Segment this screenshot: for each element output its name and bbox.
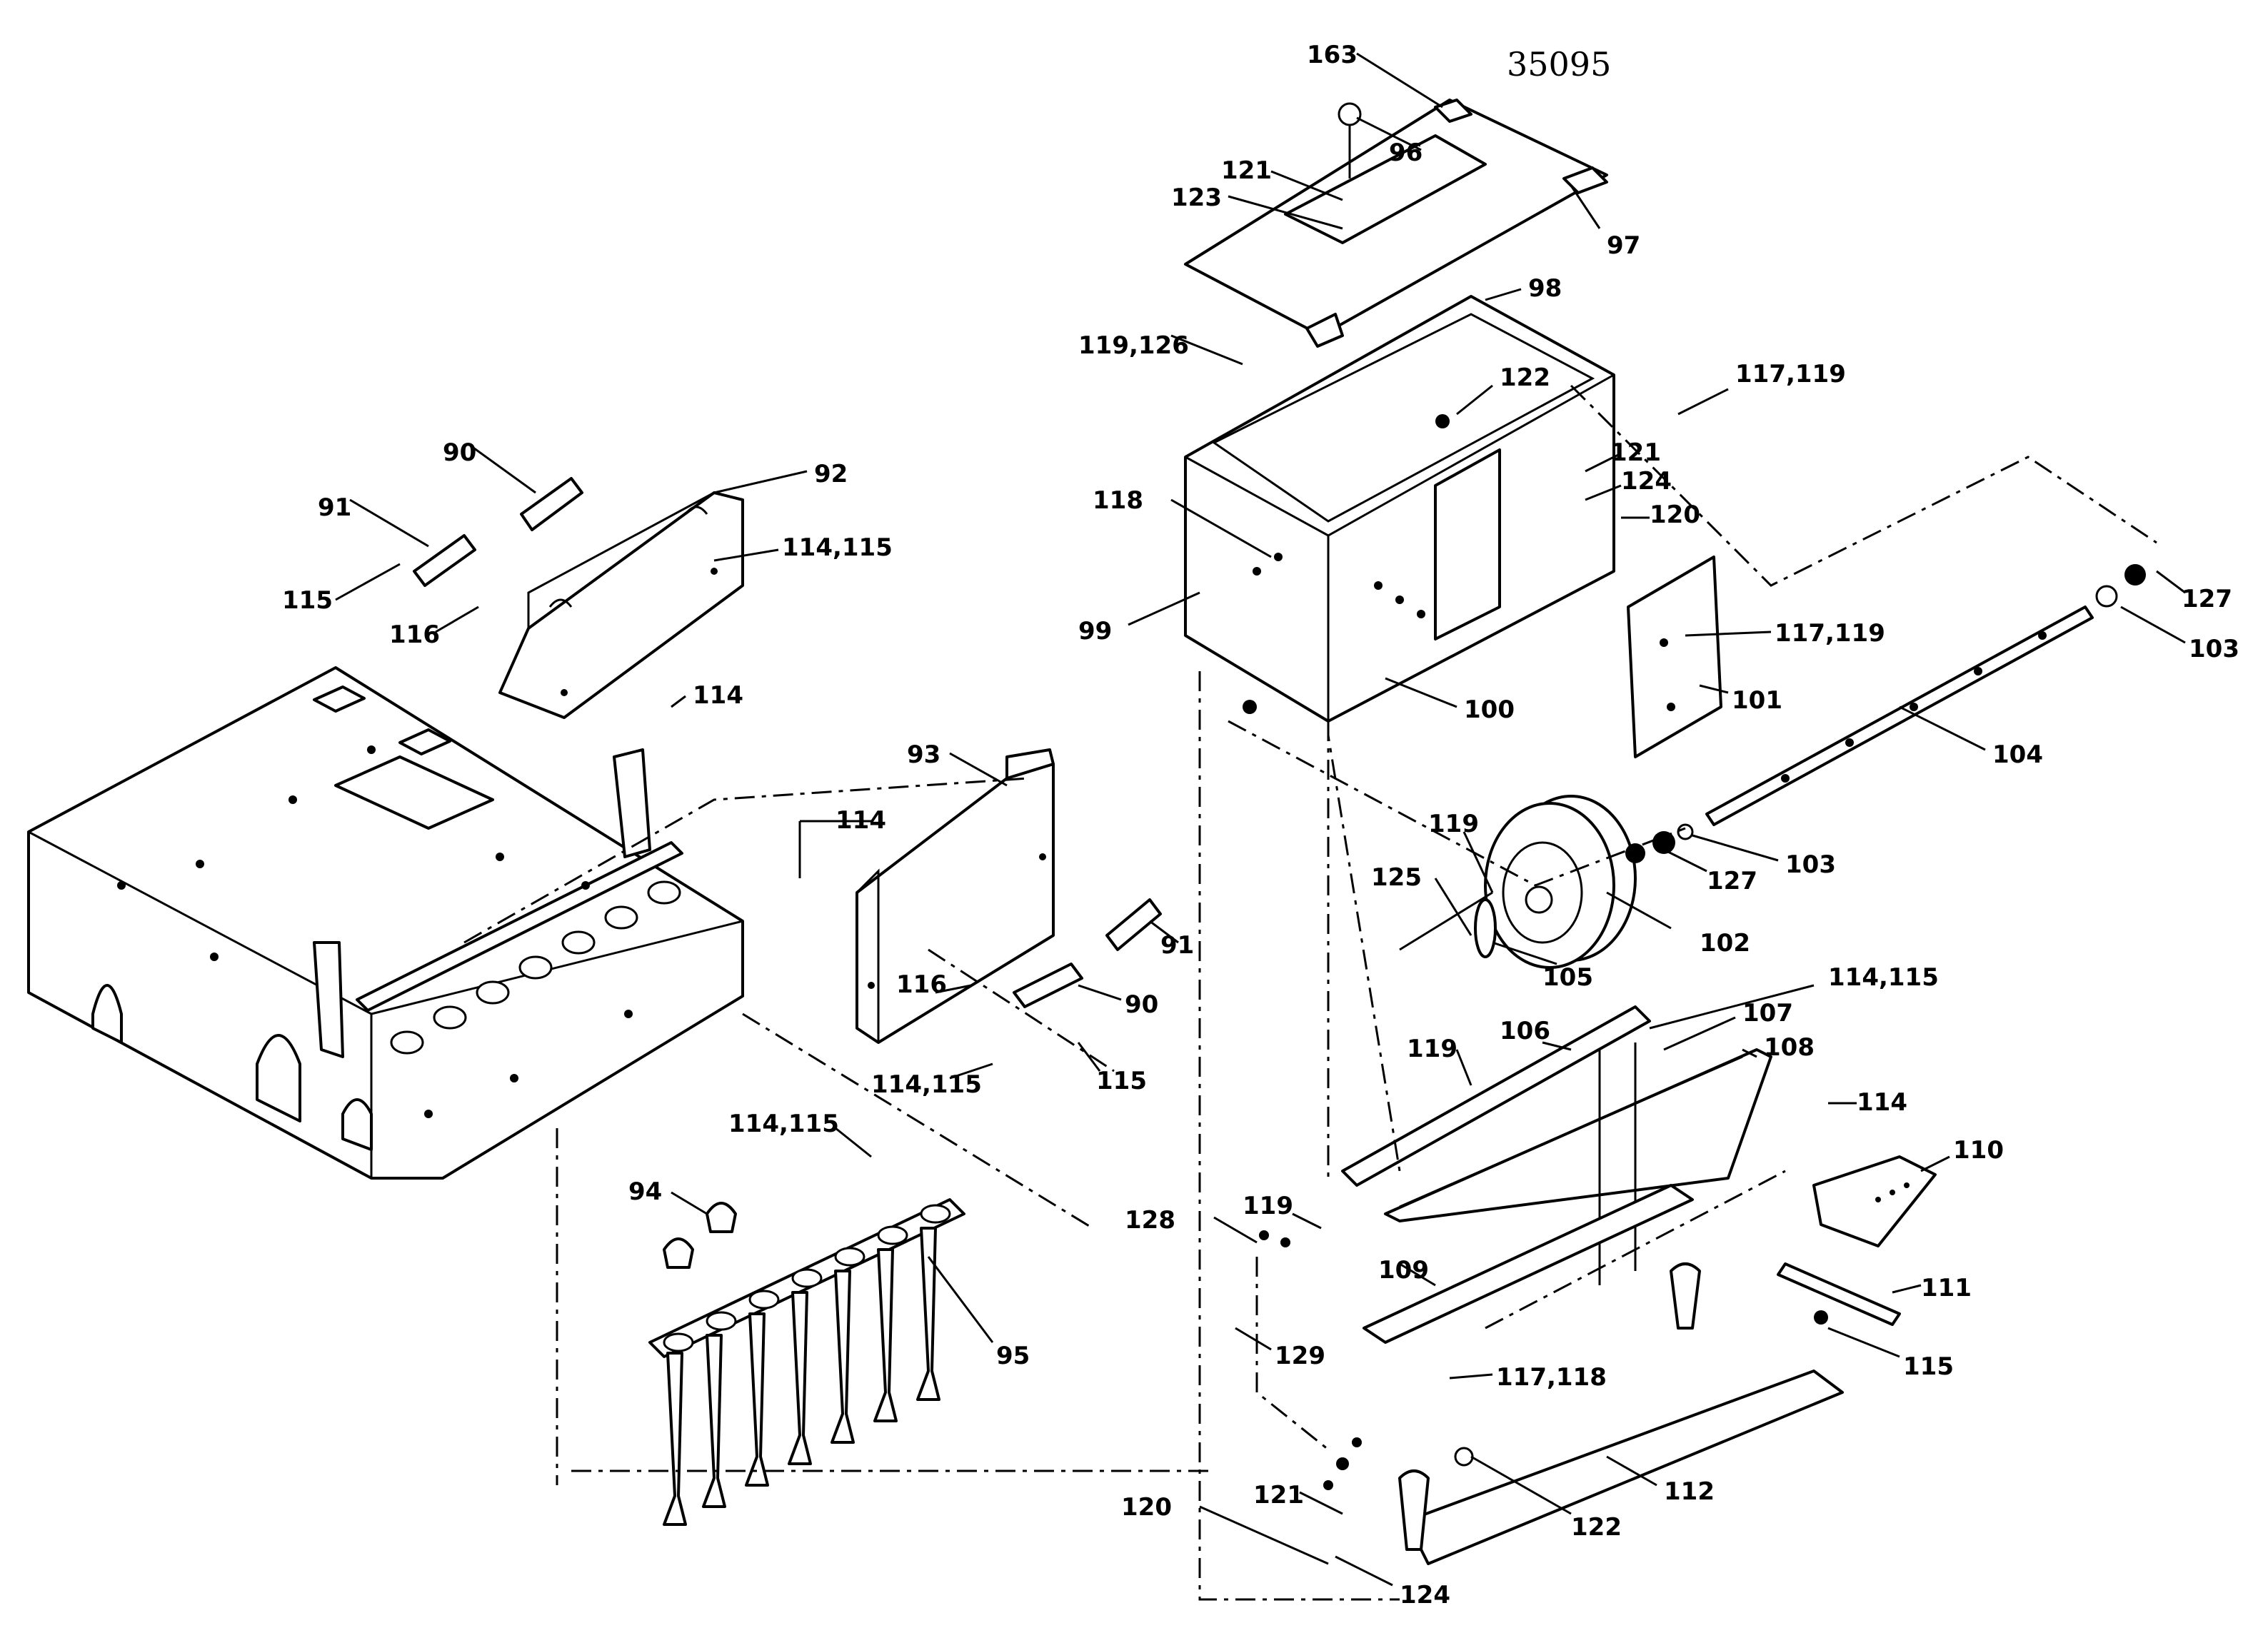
callout-label: 114,115 [728, 1110, 839, 1138]
callout-label: 109 [1378, 1256, 1429, 1285]
bracket-93 [855, 748, 1055, 1044]
callout-label: 119 [1407, 1035, 1457, 1063]
callout-label: 92 [814, 460, 848, 488]
callout-label: 119,126 [1078, 331, 1189, 360]
top-cover [1184, 99, 1608, 348]
callout-label: 107 [1742, 999, 1793, 1027]
callout-label: 104 [1992, 740, 2043, 769]
callout-label: 114 [693, 681, 743, 710]
callout-label: 105 [1542, 963, 1593, 992]
clip-91-upper [413, 534, 476, 587]
callouts: 163 96 121 123 97 98 119,126 122 117,119… [282, 41, 2239, 1609]
callout-label: 116 [389, 620, 440, 649]
washers [1625, 823, 1694, 863]
callout-label: 117,119 [1775, 619, 1885, 648]
callout-label: 110 [1953, 1136, 2004, 1165]
callout-label: 114 [836, 806, 886, 835]
shaft-pin-125 [1399, 891, 1497, 958]
callout-label: 128 [1125, 1206, 1175, 1235]
callout-label: 124 [1400, 1581, 1450, 1609]
callout-label: 114,115 [782, 533, 893, 562]
burner-caps-94 [663, 1202, 737, 1269]
callout-label: 127 [2182, 585, 2232, 613]
bracket-92 [498, 491, 744, 719]
shaft-104 [1705, 564, 2146, 826]
callout-label: 123 [1171, 184, 1222, 212]
callout-label: 115 [282, 586, 333, 615]
control-cabinet [1184, 295, 1615, 723]
callout-label: 91 [1160, 931, 1194, 960]
callout-label: 100 [1464, 695, 1515, 724]
callout-label: 119 [1243, 1192, 1293, 1220]
clip-90-lower [1013, 963, 1083, 1008]
callout-label: 90 [1125, 990, 1158, 1019]
callout-label: 115 [1903, 1352, 1954, 1381]
callout-label: 114,115 [1828, 963, 1939, 992]
callout-label: 129 [1275, 1342, 1325, 1370]
callout-label: 111 [1921, 1274, 1972, 1302]
callout-label: 94 [628, 1177, 662, 1206]
callout-label: 108 [1764, 1033, 1815, 1062]
pulley-102 [1484, 795, 1637, 969]
callout-label: 115 [1096, 1067, 1147, 1095]
spring-clip-96 [1338, 102, 1362, 179]
burner-tubes [663, 1227, 940, 1526]
callout-label: 95 [996, 1342, 1030, 1370]
callout-label: 114,115 [871, 1070, 982, 1099]
callout-label: 122 [1500, 363, 1550, 392]
callout-label: 118 [1093, 486, 1143, 515]
tray-assembly [1341, 1005, 1772, 1285]
callout-label: 124 [1621, 467, 1672, 496]
orifice-plate-110 [1812, 1155, 1937, 1247]
callout-label: 125 [1371, 863, 1422, 892]
burner-manifold [648, 1198, 965, 1526]
callout-label: 97 [1607, 231, 1640, 260]
callout-label: 127 [1707, 867, 1757, 895]
callout-label: 163 [1307, 41, 1358, 69]
callout-label: 99 [1078, 617, 1112, 645]
plate-109 [1363, 1184, 1694, 1344]
center-lines [463, 384, 2157, 1601]
callout-label: 122 [1571, 1513, 1622, 1542]
callout-label: 116 [896, 970, 947, 999]
callout-label: 103 [2189, 635, 2239, 663]
callout-label: 120 [1650, 501, 1700, 529]
callout-label: 120 [1121, 1493, 1172, 1522]
callout-label: 114 [1857, 1088, 1907, 1117]
clip-90-upper [520, 477, 583, 531]
callout-label: 103 [1785, 850, 1836, 879]
callout-label: 117,118 [1496, 1363, 1607, 1392]
callout-label: 117,119 [1735, 360, 1846, 388]
callout-label: 96 [1389, 139, 1422, 167]
base-housing [27, 666, 744, 1180]
drawing-number: 35095 [1507, 45, 1611, 84]
callout-label: 106 [1500, 1017, 1550, 1045]
callout-label: 119 [1428, 810, 1479, 838]
callout-label: 102 [1700, 929, 1750, 958]
callout-label: 112 [1664, 1477, 1715, 1506]
clip-91-lower [1105, 898, 1162, 951]
callout-label: 121 [1253, 1481, 1304, 1509]
callout-label: 98 [1528, 274, 1562, 303]
side-panel-101 [1627, 556, 1722, 758]
callout-label: 90 [443, 438, 476, 467]
callout-label: 101 [1732, 686, 1782, 715]
callout-label: 93 [907, 740, 940, 769]
callout-label: 91 [318, 493, 351, 522]
callout-label: 121 [1610, 438, 1661, 467]
callout-label: 121 [1221, 156, 1272, 185]
strip-111 [1777, 1262, 1901, 1326]
